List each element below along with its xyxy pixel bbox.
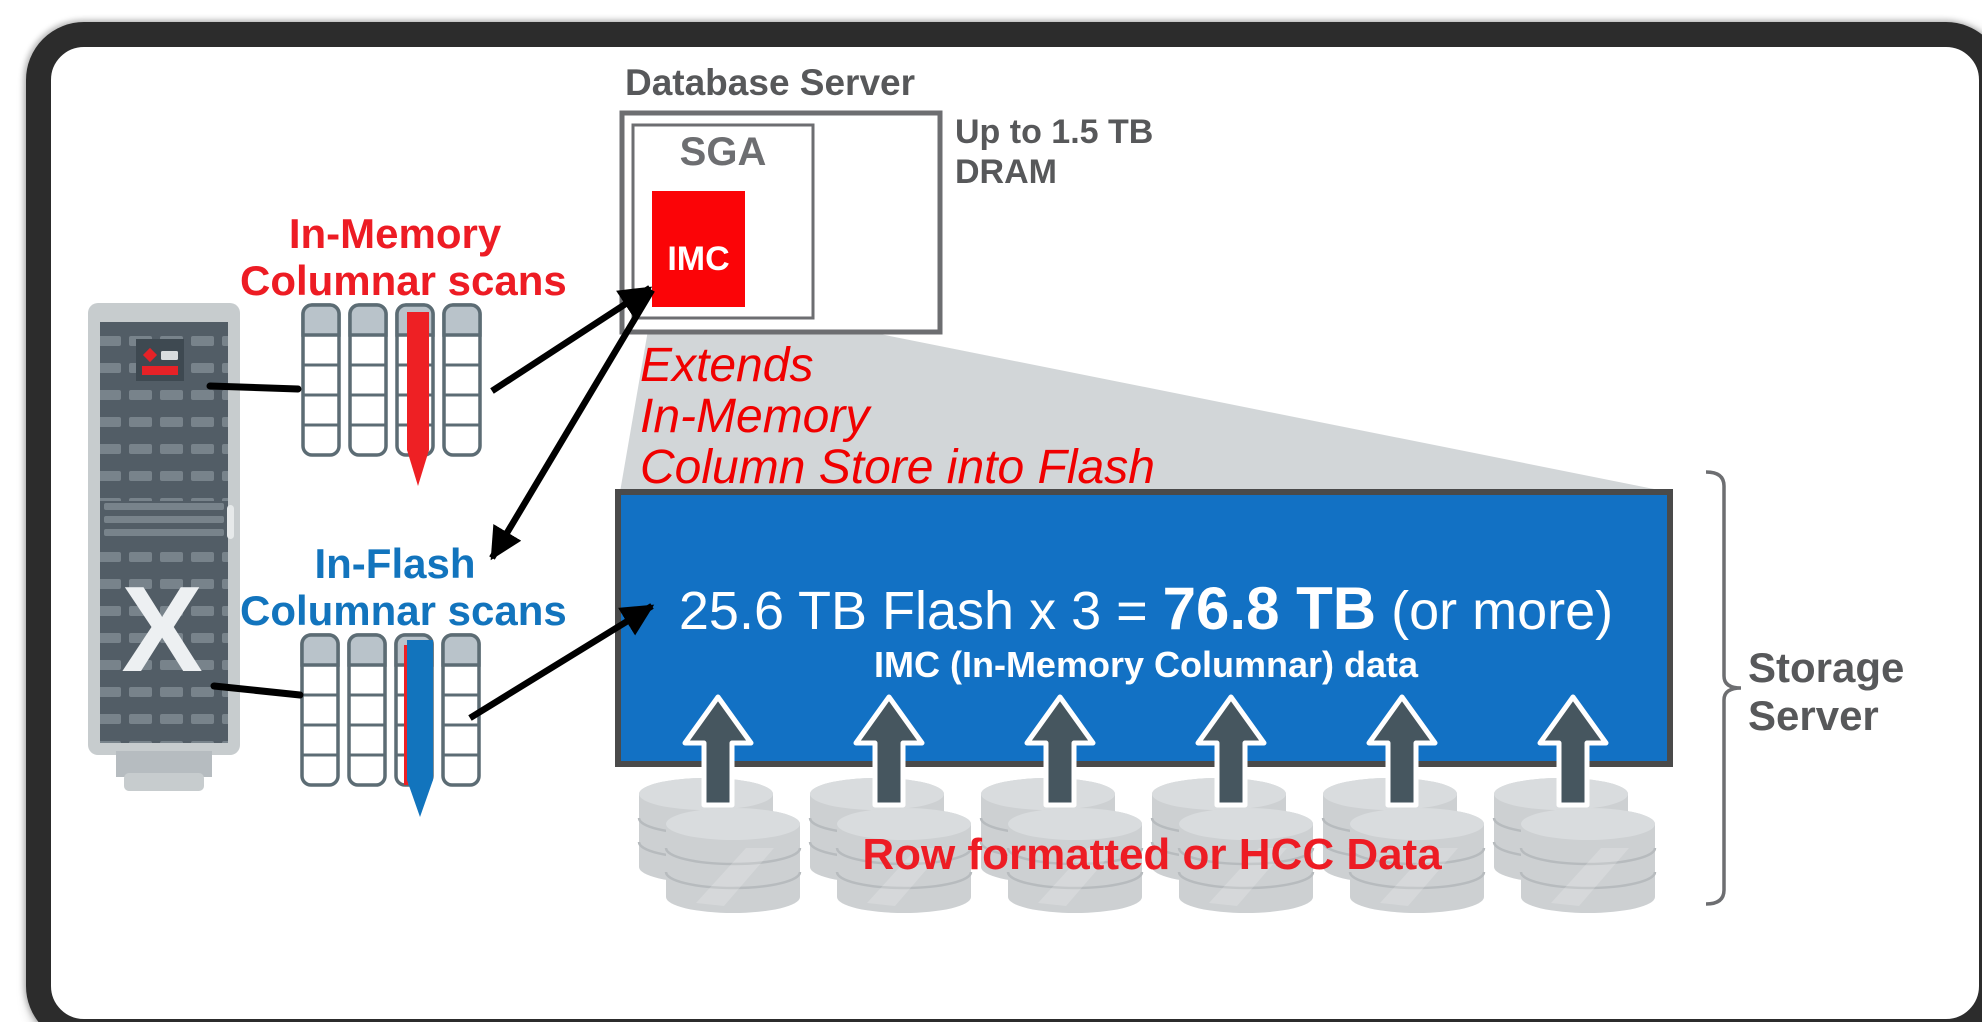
dram-note-line2: DRAM [955,153,1057,191]
pointer-arrow [490,285,653,394]
memory-extension-funnel [620,307,1669,492]
imc-label: IMC [667,240,730,278]
database-server-box [619,110,943,335]
rack-handle [227,505,234,539]
connector-line [206,382,302,393]
pointer-arrow [489,288,655,561]
extends-note: Extends In-Memory Column Store into Flas… [640,340,1280,493]
flash-capacity-value: 76.8 TB [1162,575,1377,642]
rack-x-badge: X [121,561,202,697]
in-memory-scans-label: In-Memory Columnar scans [240,210,567,304]
storage-server-bracket [1705,470,1742,906]
pointer-arrow [468,603,655,721]
connector-line [210,682,304,699]
in-flash-scans-line2: Columnar scans [240,587,567,634]
in-flash-scans-line1: In-Flash [314,540,476,587]
sga-label: SGA [679,130,767,174]
storage-server-line2: Server [1748,692,1879,739]
red-scan-arrow-icon [407,312,429,486]
in-memory-scans-line2: Columnar scans [240,257,567,304]
extends-note-line3: Column Store into Flash [640,441,1155,494]
storage-server-line1: Storage [1748,644,1905,691]
imc-box [652,191,745,307]
exadata-rack-icon: X [88,303,240,791]
flash-capacity-prefix: 25.6 TB Flash x 3 = [678,581,1163,641]
columnar-table-icon [301,303,482,457]
database-server-title: Database Server [624,62,916,103]
rack-control-panel [136,339,184,381]
in-flash-scans-label: In-Flash Columnar scans [240,540,567,634]
row-data-label: Row formatted or HCC Data [862,830,1442,879]
columnar-table-icon [300,633,481,787]
flash-caption: IMC (In-Memory Columnar) data [873,644,1419,685]
blue-scan-arrow-icon [407,640,433,817]
in-memory-scans-line1: In-Memory [288,210,502,257]
storage-server-label: Storage Server [1748,644,1968,740]
dram-note-line1: Up to 1.5 TB [955,113,1154,151]
flash-cache-box [615,489,1673,767]
extends-note-line1: Extends [640,339,814,392]
dram-note: Up to 1.5 TB DRAM [955,112,1255,192]
flash-capacity-suffix: (or more) [1376,581,1614,641]
extends-note-line2: In-Memory [640,390,870,443]
flash-capacity-line: 25.6 TB Flash x 3 = 76.8 TB (or more) [630,574,1662,643]
